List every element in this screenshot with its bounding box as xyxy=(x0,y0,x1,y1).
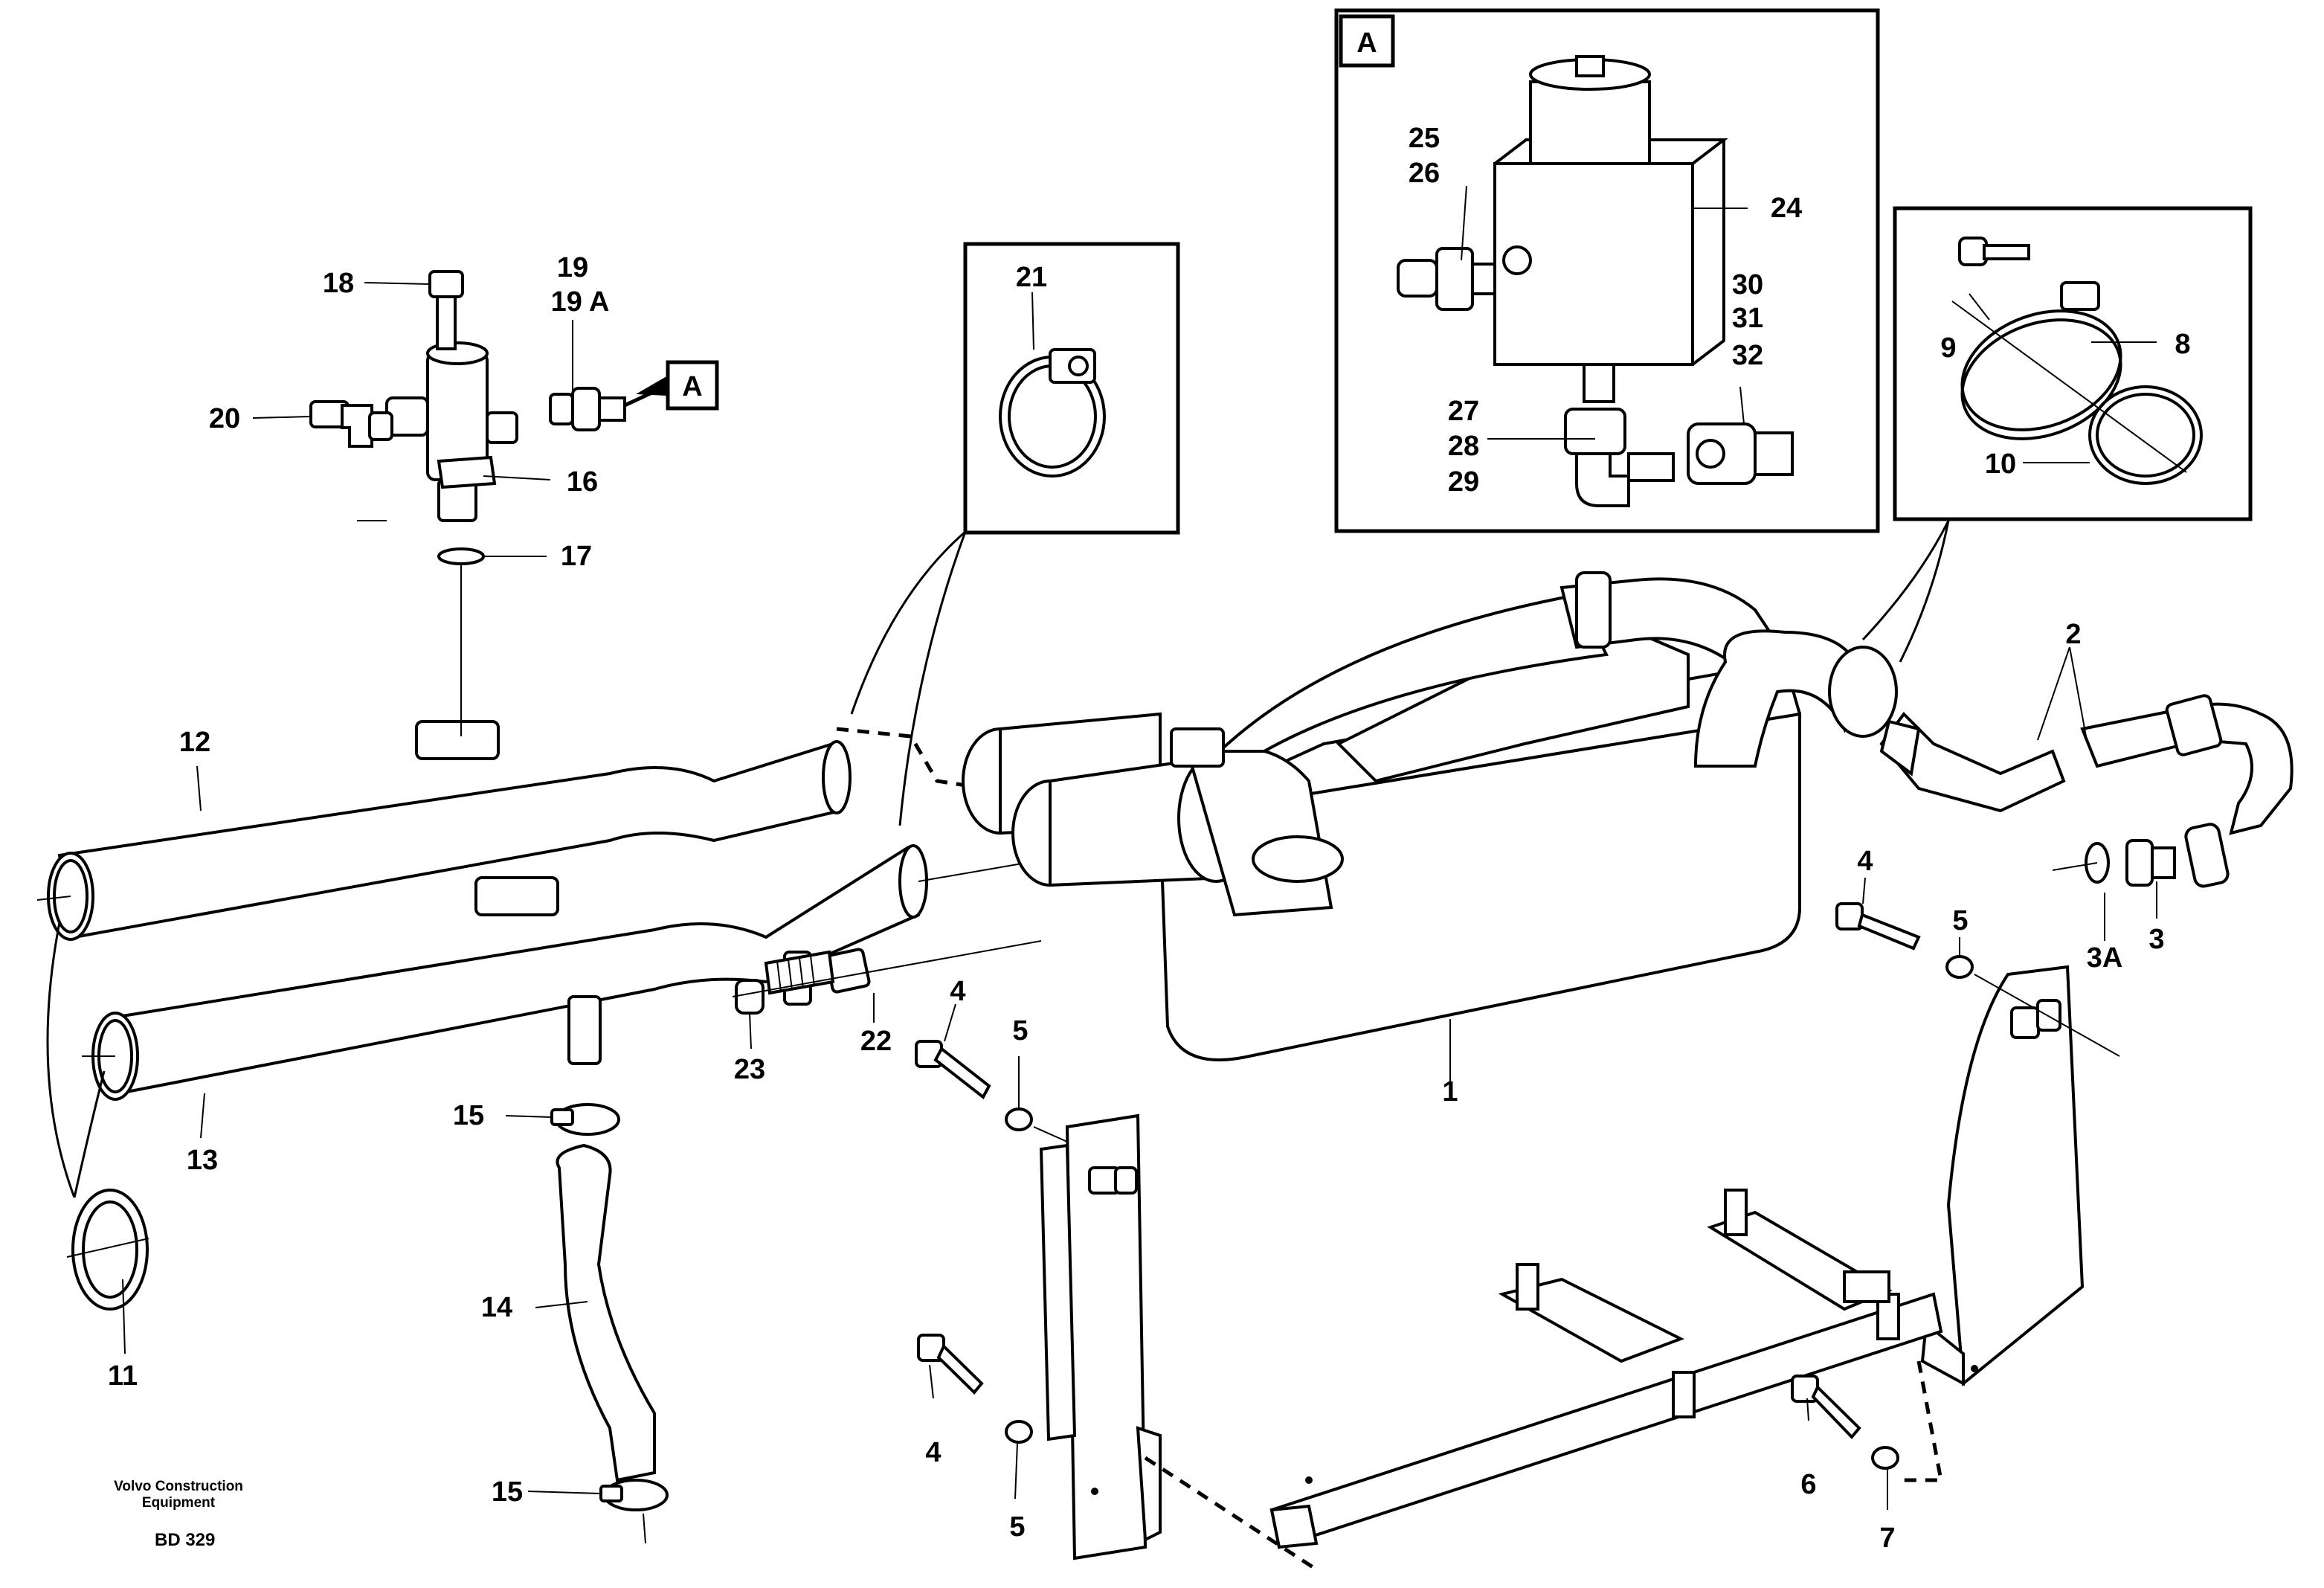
bracket-right xyxy=(1920,965,2085,1386)
clamp-set-detail-frame xyxy=(1893,206,2253,521)
arrow-ring-upper xyxy=(46,922,76,1198)
arrow-8-right xyxy=(1899,520,1950,663)
arrow-21-lower xyxy=(898,531,967,826)
label-part-2: 2 xyxy=(2065,619,2081,650)
label-part-16: 16 xyxy=(567,466,598,498)
company-name-line2: Equipment xyxy=(142,1495,216,1511)
label-part-1: 1 xyxy=(1442,1076,1458,1108)
solenoid-valve xyxy=(1493,55,1728,403)
label-part-25: 25 xyxy=(1409,123,1440,154)
label-part-31: 31 xyxy=(1732,303,1763,334)
bolt-4-lower-left xyxy=(917,1334,1033,1444)
label-part-9: 9 xyxy=(1940,332,1956,364)
label-part-4-right: 4 xyxy=(1857,846,1873,877)
label-part-14: 14 xyxy=(481,1292,512,1323)
label-part-28: 28 xyxy=(1448,431,1479,462)
bolt-6 xyxy=(1791,1375,1861,1439)
label-part-30: 30 xyxy=(1732,269,1763,300)
label-part-26: 26 xyxy=(1409,158,1440,189)
label-part-17: 17 xyxy=(561,541,592,572)
dashed-right-link xyxy=(1904,1360,1944,1482)
drawing-code: BD 329 xyxy=(155,1530,215,1550)
label-part-18: 18 xyxy=(323,268,354,299)
arrow-ring-lower xyxy=(73,1070,106,1198)
label-part-3a: 3A xyxy=(2087,942,2123,974)
center-line-13b xyxy=(918,862,1027,882)
label-part-19: 19 xyxy=(557,252,588,283)
bolt-18 xyxy=(428,270,464,350)
dashed-left-link xyxy=(1144,1456,1318,1572)
label-part-8: 8 xyxy=(2175,329,2190,360)
label-part-6: 6 xyxy=(1800,1469,1816,1500)
nut-23 xyxy=(735,979,765,1015)
bolt-4-right xyxy=(1835,902,2120,1057)
label-part-7: 7 xyxy=(1879,1523,1895,1554)
label-part-21: 21 xyxy=(1016,262,1047,293)
label-part-24: 24 xyxy=(1771,193,1802,224)
label-part-22: 22 xyxy=(860,1026,892,1057)
label-part-5-lower-left: 5 xyxy=(1009,1511,1025,1543)
arrow-8-left xyxy=(1861,520,1950,641)
elbow-27-29 xyxy=(1564,408,1675,507)
bolt-22 xyxy=(764,948,871,995)
bracket-left xyxy=(1039,1113,1162,1560)
label-part-29: 29 xyxy=(1448,466,1479,498)
label-part-13: 13 xyxy=(187,1145,218,1176)
pipe-13 xyxy=(91,844,928,1101)
label-part-4-upper-left: 4 xyxy=(950,976,965,1007)
bolt-4-upper-left xyxy=(915,1040,1068,1142)
label-part-27: 27 xyxy=(1448,396,1479,427)
valve-body-16 xyxy=(385,341,518,522)
company-name-line1: Volvo Construction xyxy=(114,1479,243,1494)
cooler-inlet-pipes xyxy=(962,571,1898,917)
clamp-21 xyxy=(999,348,1106,478)
label-part-19a: 19 A xyxy=(551,286,610,318)
seal-ring-11 xyxy=(66,1189,149,1311)
callout-a-label: A xyxy=(682,371,702,402)
nut-30-32 xyxy=(1687,422,1794,485)
hose-14 xyxy=(556,1143,656,1482)
label-part-12: 12 xyxy=(179,727,210,758)
bolt-22-center-line xyxy=(732,940,1042,997)
plug-25-26 xyxy=(1397,247,1496,311)
hose-center-line xyxy=(643,1513,646,1544)
label-part-23: 23 xyxy=(734,1054,765,1085)
clamp-15-lower xyxy=(599,1479,669,1511)
center-line-12 xyxy=(36,896,71,901)
o-ring-17 xyxy=(437,547,485,565)
label-part-4-lower-left: 4 xyxy=(925,1437,941,1468)
label-part-10: 10 xyxy=(1985,449,2016,480)
pipe-joint-dashed xyxy=(836,727,986,791)
pipe-12 xyxy=(47,720,852,941)
detail-a-tag: A xyxy=(1356,28,1377,59)
clamp-15-upper xyxy=(550,1103,620,1136)
fitting-3 xyxy=(2052,823,2230,888)
label-part-11: 11 xyxy=(108,1360,138,1392)
washer-7 xyxy=(1871,1446,1899,1470)
label-part-15-lower: 15 xyxy=(492,1476,523,1508)
hose-2 xyxy=(1879,694,2294,835)
nipple-19 xyxy=(549,387,626,431)
leader-lines xyxy=(122,185,2157,1510)
callout-a: A xyxy=(623,360,719,411)
label-part-15-upper: 15 xyxy=(453,1100,484,1131)
clamp-8-ring-10 xyxy=(1951,237,2203,485)
label-part-32: 32 xyxy=(1732,340,1763,371)
label-part-3: 3 xyxy=(2148,924,2164,955)
arrow-21-upper xyxy=(850,530,966,715)
cross-frame xyxy=(1269,1189,1943,1549)
label-part-5-right: 5 xyxy=(1952,905,1968,936)
elbow-20 xyxy=(309,400,393,448)
label-part-5-upper-left: 5 xyxy=(1012,1015,1028,1047)
label-part-20: 20 xyxy=(209,403,240,434)
clamp-detail-frame xyxy=(963,242,1180,535)
hose-pipe-stub xyxy=(567,995,602,1065)
